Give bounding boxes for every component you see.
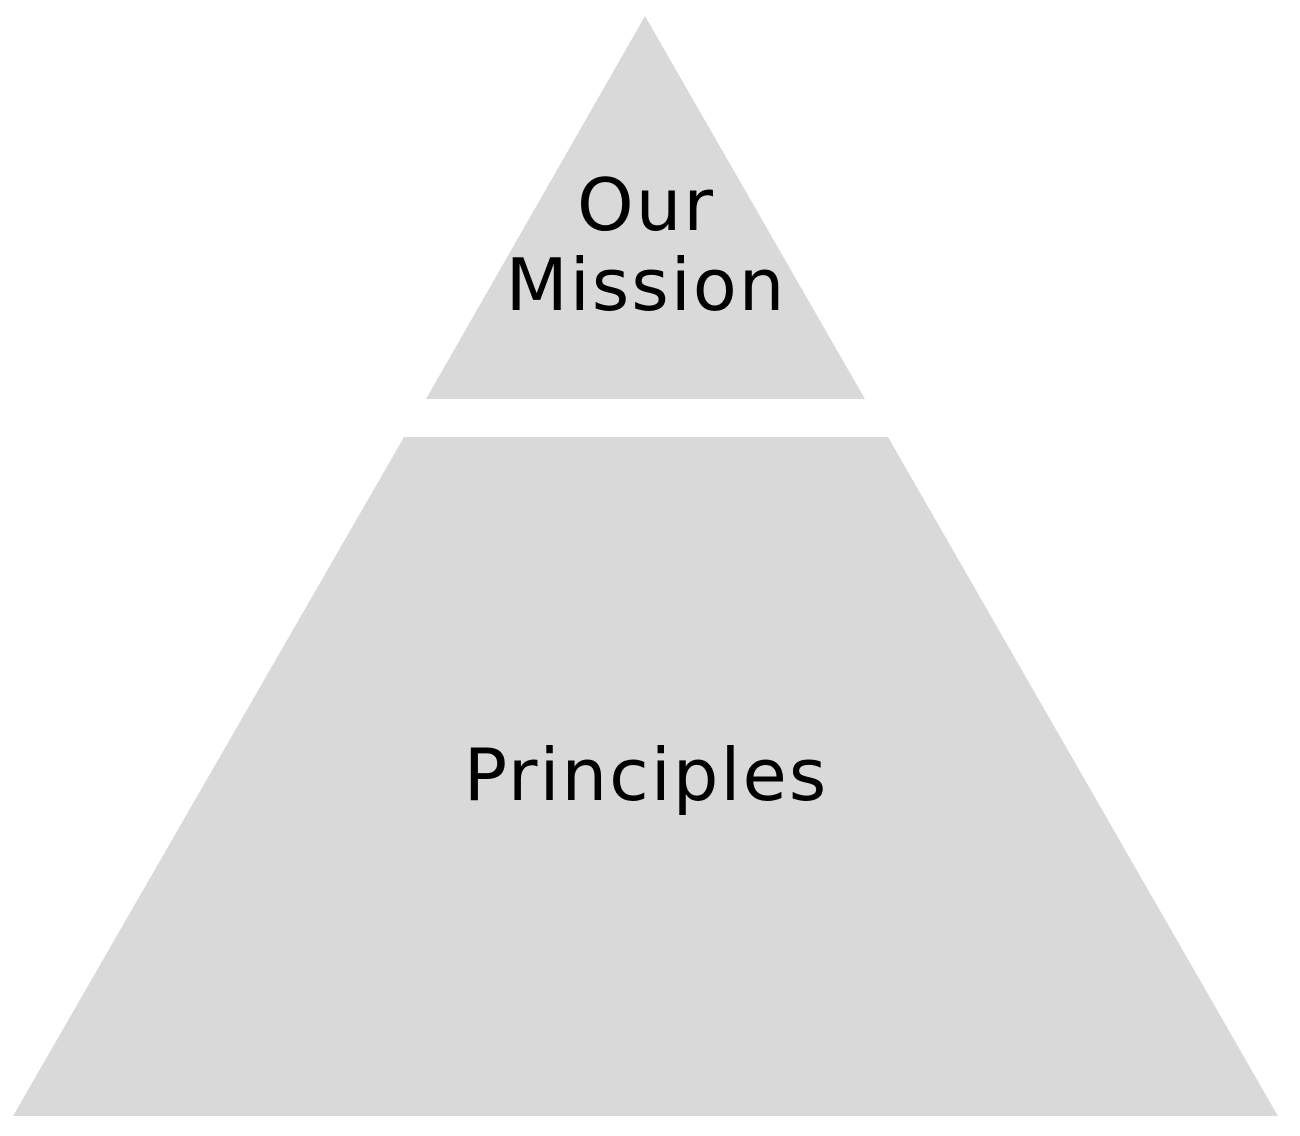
pyramid-tier-base	[13, 437, 1278, 1116]
tier-top-label-line-2: Mission	[506, 243, 787, 327]
tier-base-label: Principles	[464, 733, 829, 817]
tier-top-label-line-1: Our	[577, 163, 715, 247]
pyramid-tier-top	[426, 16, 865, 399]
